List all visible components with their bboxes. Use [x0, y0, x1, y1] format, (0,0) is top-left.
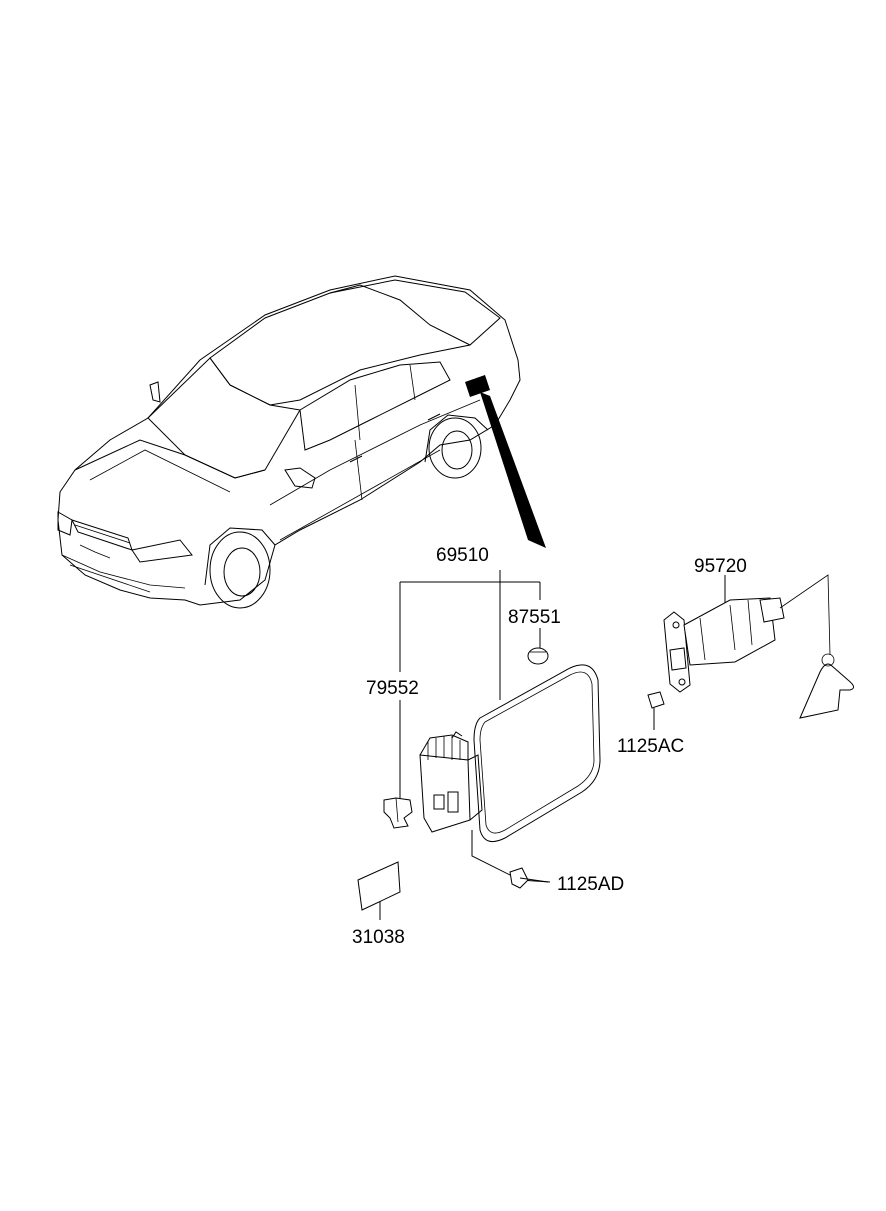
fuel-filler-door [473, 664, 601, 843]
part-number-31038: 31038 [352, 927, 405, 948]
label-plate-31038 [357, 861, 401, 911]
car-illustration [57, 275, 546, 609]
part-number-95720: 95720 [694, 556, 747, 577]
part-number-1125AD: 1125AD [557, 874, 624, 895]
part-number-69510: 69510 [436, 545, 489, 566]
part-number-79552: 79552 [366, 678, 419, 699]
screw-1125AD [509, 867, 549, 889]
part-number-87551: 87551 [508, 607, 561, 628]
clip-79552 [383, 797, 413, 829]
part-number-1125AC: 1125AC [617, 736, 684, 757]
filler-housing [419, 731, 483, 833]
grommet-87551 [527, 647, 549, 665]
leader-lines [379, 570, 726, 920]
actuator-95720 [647, 574, 854, 719]
